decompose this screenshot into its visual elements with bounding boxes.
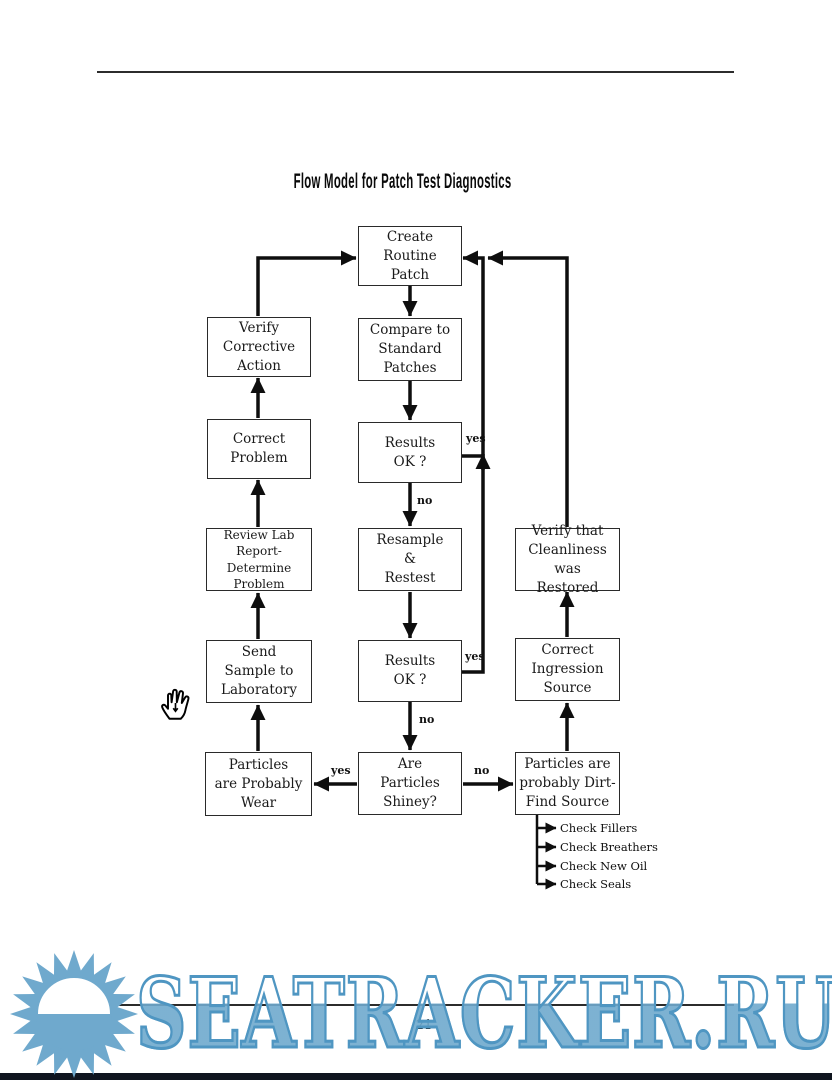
flow-box-particles-probably-wear: Particles are Probably Wear (205, 752, 312, 816)
footer-rule (97, 1004, 734, 1006)
flow-box-create-routine-patch: Create Routine Patch (358, 226, 462, 286)
sun-disc-lower (37, 1014, 111, 1051)
check-item-seals: Check Seals (560, 877, 632, 891)
flow-box-verify-cleanliness-restored: Verify that Cleanliness was Restored (515, 523, 620, 596)
hand-cursor-icon (161, 688, 190, 720)
page-title: Flow Model for Patch Test Diagnostics (0, 169, 806, 194)
flow-box-results-ok-2: Results OK ? (358, 640, 462, 702)
flow-box-send-sample-laboratory: Send Sample to Laboratory (206, 640, 312, 703)
branch-label-no-2: no (419, 713, 435, 726)
flow-box-correct-problem: Correct Problem (207, 419, 311, 479)
watermark-text: SEATRACKER.RU (135, 964, 832, 1063)
flow-box-compare-standard-patches: Compare to Standard Patches (358, 318, 462, 381)
page-number: 21 (404, 1018, 444, 1033)
check-item-breathers: Check Breathers (560, 840, 658, 854)
flow-box-results-ok-1: Results OK ? (358, 422, 462, 483)
arrow-verify-clean-to-loop (487, 250, 569, 527)
check-item-fillers: Check Fillers (560, 821, 638, 835)
arrow-verify-action-to-create (256, 250, 357, 316)
branch-label-no-1: no (417, 494, 433, 507)
flow-box-verify-corrective-action: Verify Corrective Action (207, 317, 311, 377)
header-rule (97, 71, 734, 73)
branch-label-yes-2: yes (465, 650, 485, 663)
branch-label-yes-3: yes (331, 764, 351, 777)
flow-box-resample-restest: Resample & Restest (358, 528, 462, 591)
flow-box-are-particles-shiney: Are Particles Shiney? (358, 752, 462, 815)
flow-box-particles-probably-dirt: Particles are probably Dirt- Find Source (515, 752, 620, 815)
branch-label-no-3: no (474, 764, 490, 777)
arrow-results2-yes-loop-to-create (462, 250, 485, 674)
flow-box-correct-ingression-source: Correct Ingression Source (515, 638, 620, 701)
sun-logo-icon (10, 950, 138, 1078)
page-title-text: Flow Model for Patch Test Diagnostics (294, 169, 512, 193)
branch-label-yes-1: yes (466, 432, 486, 445)
check-item-new-oil: Check New Oil (560, 859, 648, 873)
flow-box-review-lab-report: Review Lab Report- Determine Problem (206, 528, 312, 591)
footer-bar (0, 1073, 832, 1080)
